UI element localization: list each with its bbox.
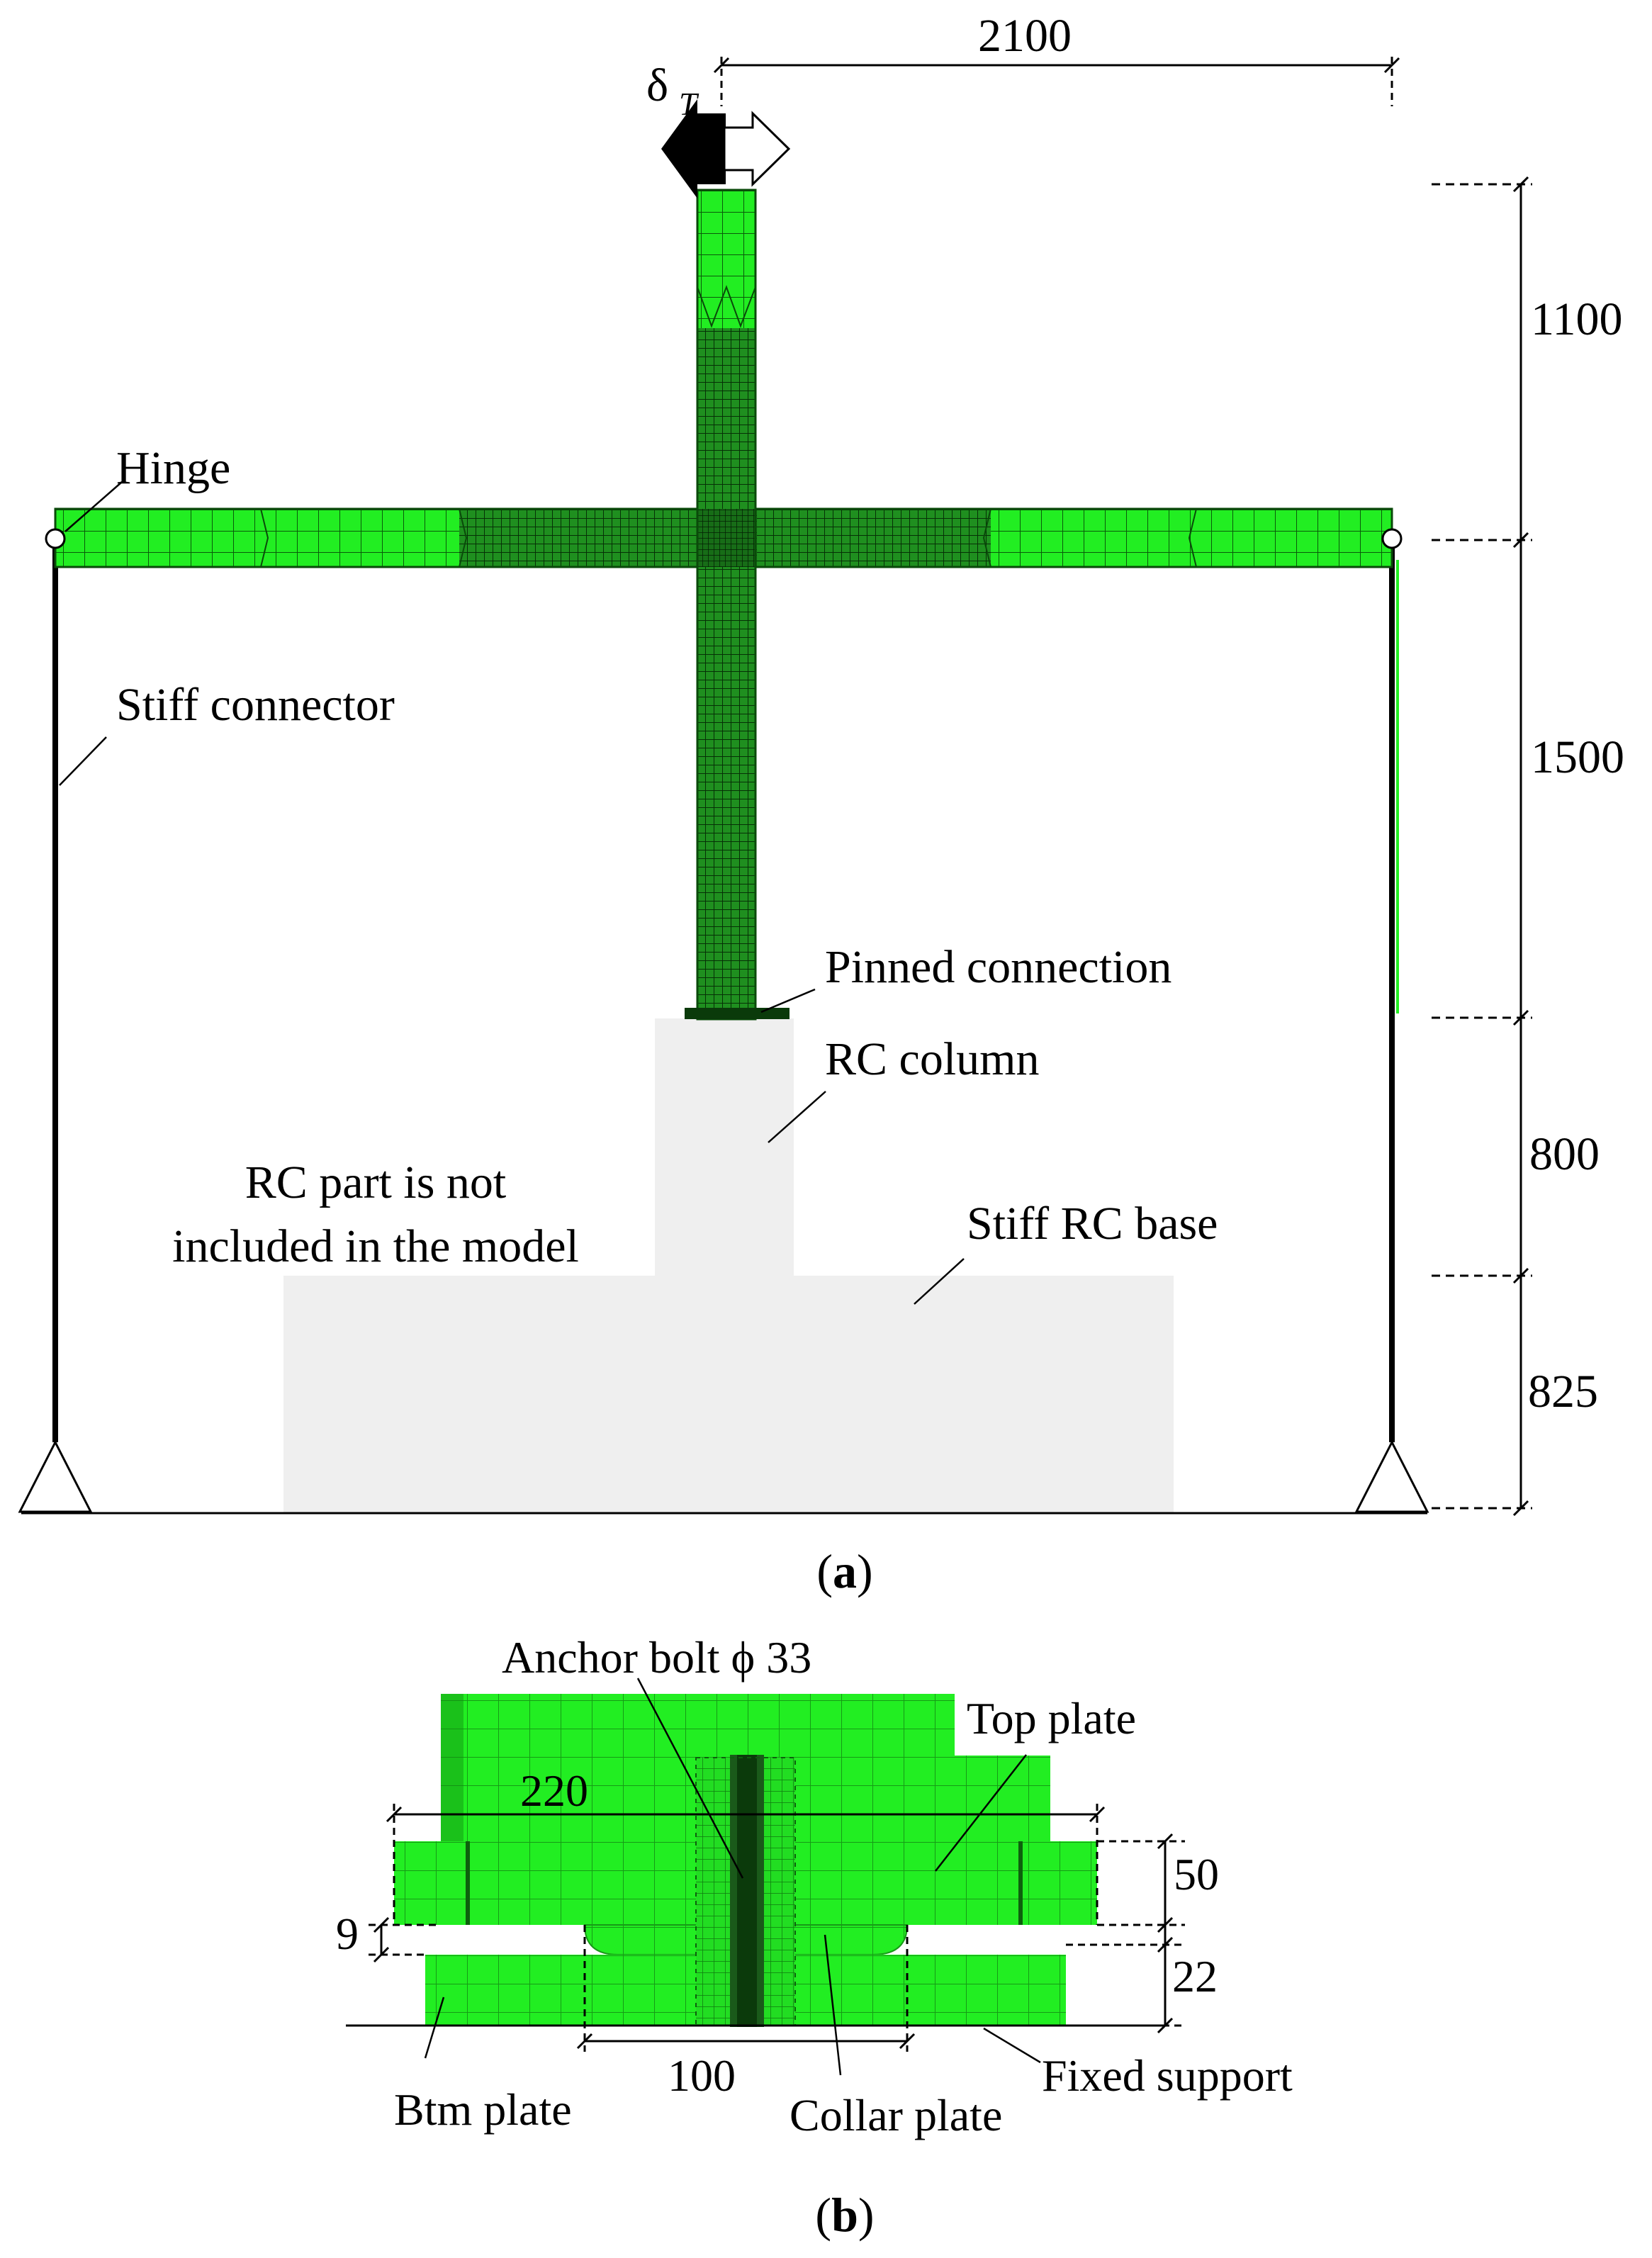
dim-22: 22 bbox=[1172, 1951, 1218, 2001]
leader-hinge bbox=[64, 481, 123, 532]
dim-top bbox=[713, 57, 1400, 106]
support-left-icon bbox=[18, 1439, 93, 1513]
label-stiff-rc-base: Stiff RC base bbox=[967, 1198, 1218, 1249]
support-right-icon bbox=[1354, 1439, 1429, 1513]
leader-rc-column bbox=[768, 1091, 826, 1143]
leader-btm-plate bbox=[424, 1996, 445, 2059]
dim-50: 50 bbox=[1174, 1849, 1219, 1899]
label-hinge: Hinge bbox=[116, 442, 230, 494]
leader-fixed-support bbox=[983, 2027, 1041, 2064]
label-rc-column: RC column bbox=[825, 1033, 1040, 1085]
leader-collar-plate bbox=[824, 1934, 842, 2076]
dim-right-825: 825 bbox=[1528, 1366, 1598, 1417]
rc-base bbox=[283, 1276, 1174, 1513]
dim-right-800: 800 bbox=[1529, 1128, 1600, 1180]
dim-right bbox=[1432, 176, 1532, 1517]
load-arrow-icon bbox=[661, 99, 791, 198]
dim-right-1500: 1500 bbox=[1531, 731, 1624, 783]
leader-top-plate bbox=[935, 1754, 1027, 1872]
leader-stiff-connector bbox=[59, 736, 107, 786]
label-collar-plate: Collar plate bbox=[790, 2090, 1002, 2140]
dim-100: 100 bbox=[668, 2050, 736, 2101]
caption-a: (a) bbox=[816, 1544, 872, 1598]
panel-a: δ T 2100 1100 1500 800 825 bbox=[18, 10, 1624, 1598]
rc-column bbox=[655, 1018, 794, 1276]
anchor-bolt bbox=[737, 1755, 757, 2027]
hinge-right-icon bbox=[1381, 528, 1403, 549]
hinge-left-icon bbox=[45, 528, 66, 549]
label-anchor-bolt: Anchor bolt ϕ 33 bbox=[502, 1632, 811, 1683]
label-pinned-connection: Pinned connection bbox=[825, 941, 1171, 993]
label-rc-not-included-1: RC part is not bbox=[245, 1157, 507, 1208]
leader-pinned bbox=[760, 988, 816, 1013]
label-rc-not-included-2: included in the model bbox=[172, 1220, 579, 1272]
dim-220: 220 bbox=[520, 1765, 588, 1816]
dim-9: 9 bbox=[336, 1909, 359, 1959]
leader-rc-base bbox=[914, 1258, 965, 1305]
label-stiff-connector: Stiff connector bbox=[116, 679, 395, 731]
label-fixed-support: Fixed support bbox=[1042, 2050, 1293, 2101]
panel-b: 220 50 22 9 bbox=[336, 1632, 1293, 2242]
load-delta-symbol: δ bbox=[646, 60, 668, 111]
column-mesh bbox=[685, 189, 790, 1021]
dim-right-1100: 1100 bbox=[1531, 293, 1623, 345]
load-delta-subscript: T bbox=[679, 86, 699, 122]
leader-anchor-bolt bbox=[636, 1678, 744, 1879]
dim-top-label: 2100 bbox=[978, 10, 1072, 62]
label-btm-plate: Btm plate bbox=[394, 2084, 572, 2135]
caption-b: (b) bbox=[815, 2188, 874, 2242]
label-top-plate: Top plate bbox=[967, 1693, 1136, 1743]
